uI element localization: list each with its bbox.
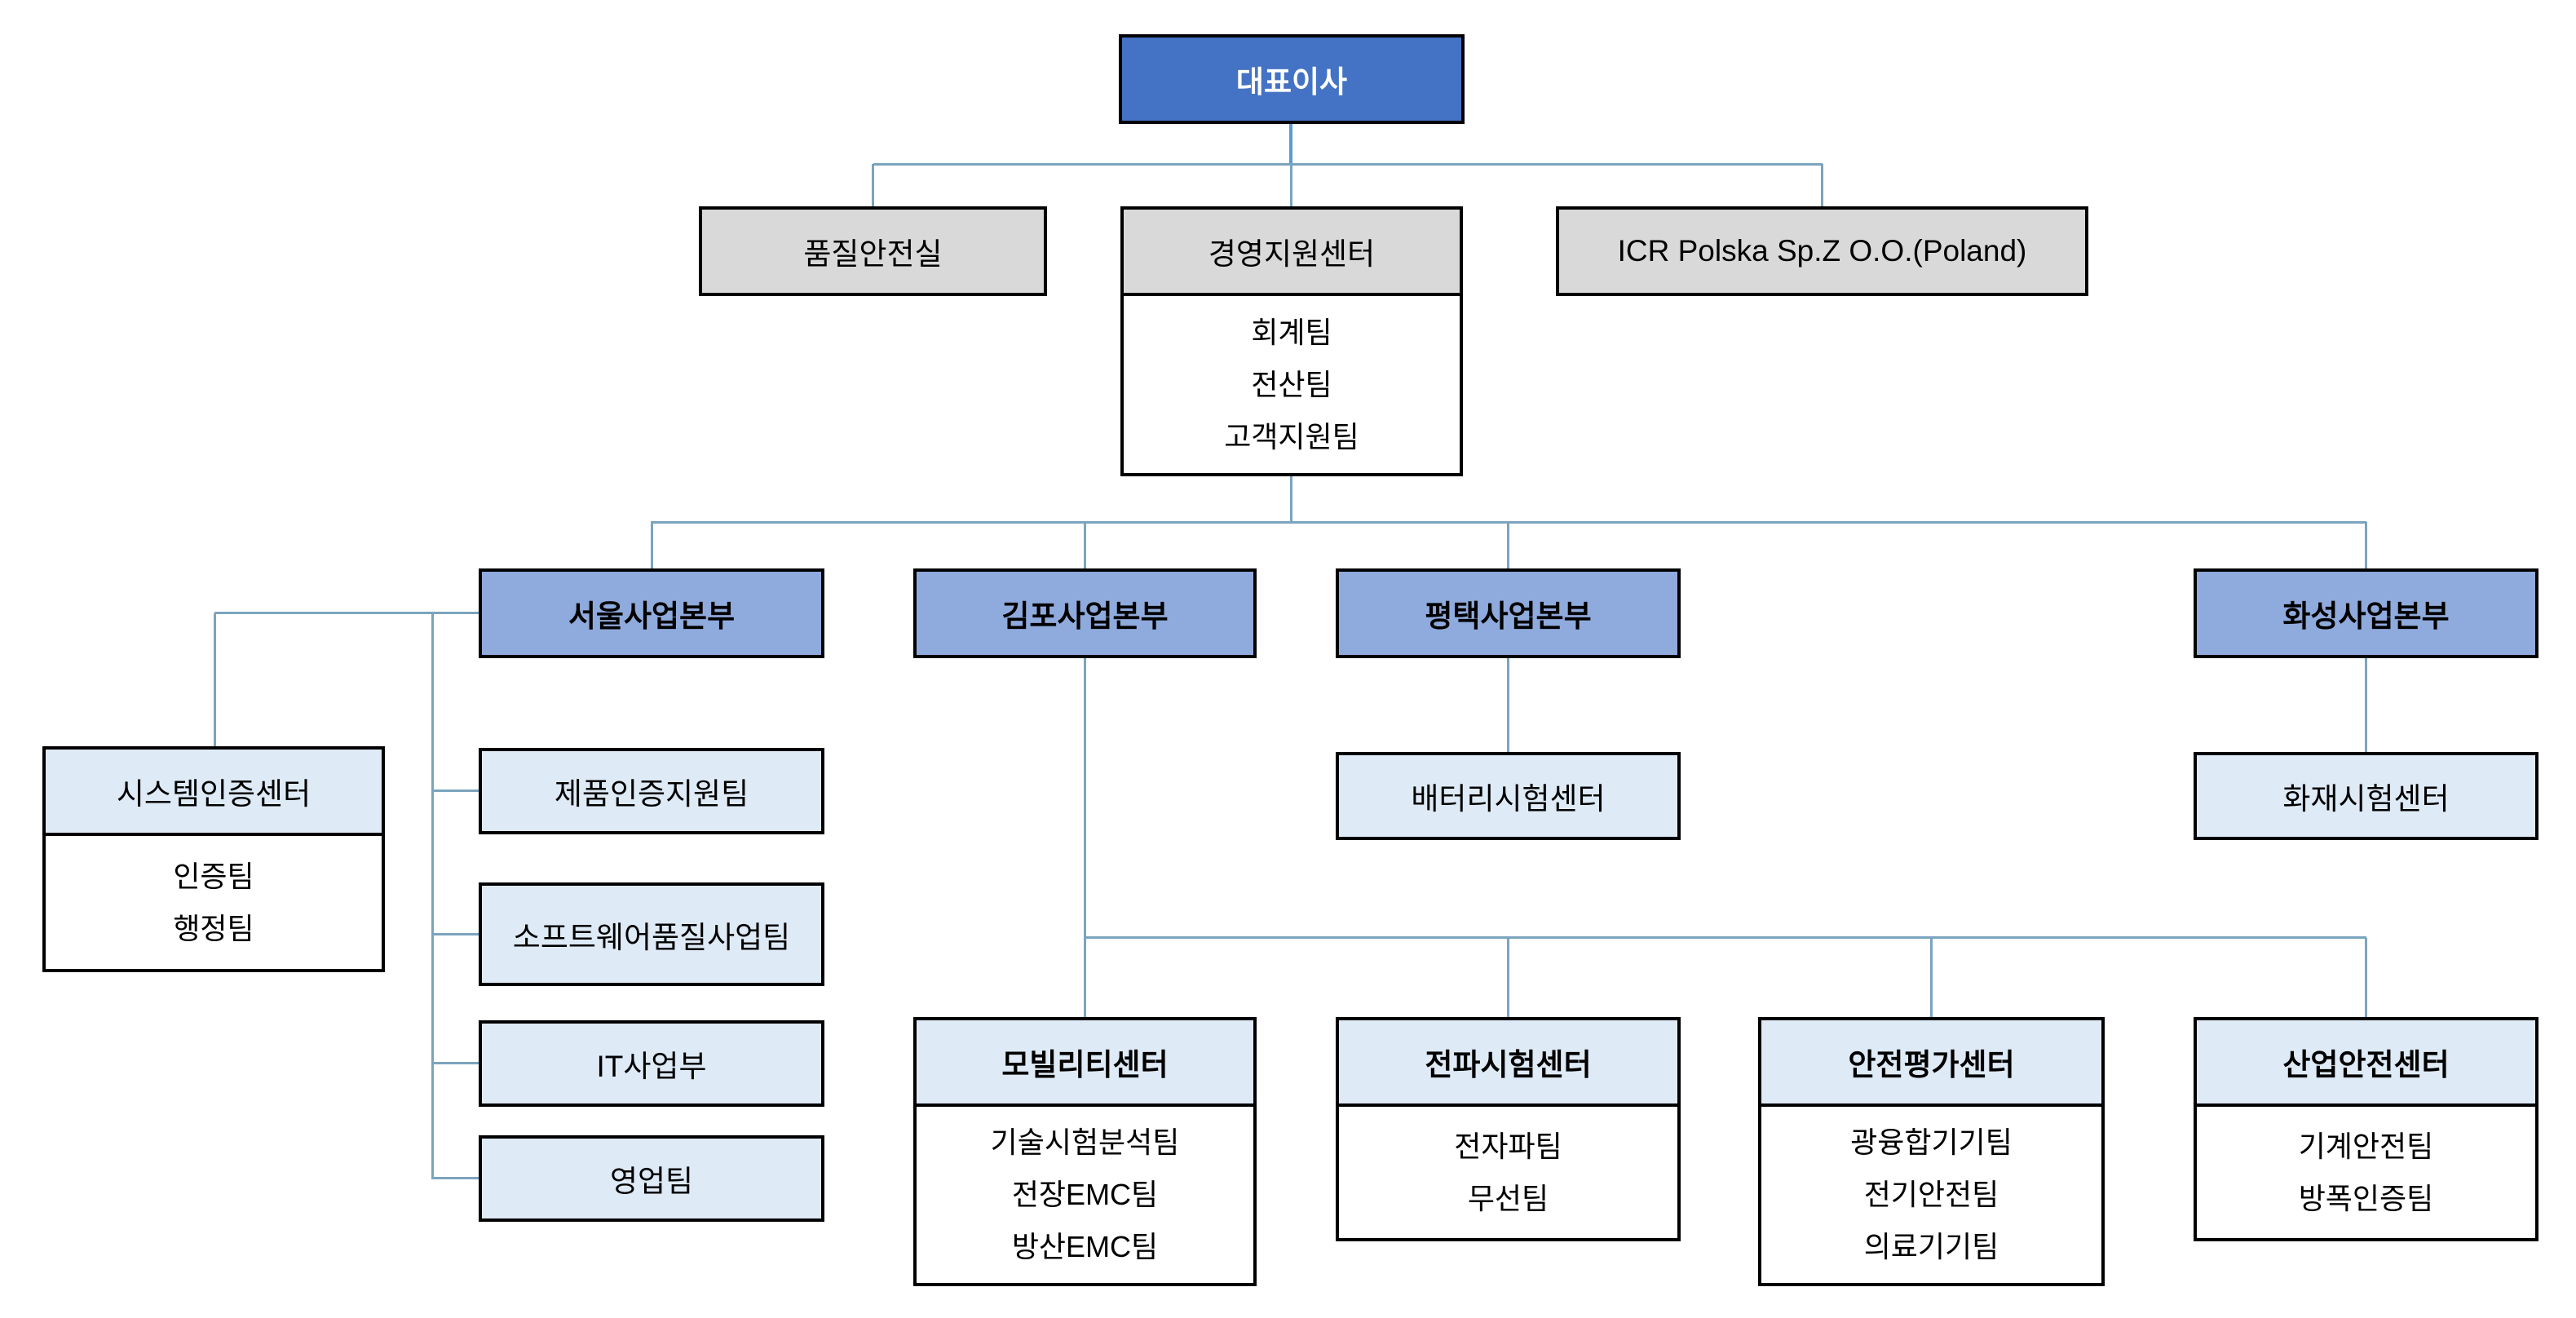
org-box-mgmt-team-1: 전산팀 (1251, 367, 1332, 401)
org-box-fire-label: 화재시험센터 (2197, 755, 2535, 837)
connector-seoul-left-branch (214, 612, 479, 614)
org-box-battery-label: 배터리시험센터 (1339, 755, 1677, 837)
org-box-safety-team-0: 광융합기기팀 (1850, 1126, 2013, 1159)
connector-stub-it (431, 1062, 479, 1064)
org-box-product: 제품인증지원팀 (479, 748, 824, 834)
org-box-mgmt-team-2: 고객지원팀 (1224, 419, 1359, 453)
connector-stub-product (431, 789, 479, 792)
connector-mgmt-drop (1290, 476, 1292, 522)
org-box-syscert-team-1: 행정팀 (173, 911, 254, 945)
org-box-sales-label: 영업팀 (482, 1139, 821, 1218)
org-box-quality: 품질안전실 (699, 206, 1047, 296)
org-box-radio-label: 전파시험센터 (1339, 1020, 1677, 1107)
org-box-syscert-team-0: 인증팀 (173, 859, 254, 893)
org-box-safety-label: 안전평가센터 (1761, 1020, 2101, 1107)
org-box-mobility-team-2: 방산EMC팀 (1011, 1230, 1159, 1263)
org-box-hwaseong-label: 화성사업본부 (2197, 572, 2535, 655)
org-box-icr-label: ICR Polska Sp.Z O.O.(Poland) (1559, 210, 2085, 293)
org-box-it-label: IT사업부 (482, 1024, 821, 1103)
org-box-fire: 화재시험센터 (2194, 752, 2538, 840)
org-box-industrial-label: 산업안전센터 (2197, 1020, 2535, 1107)
org-box-radio-team-0: 전자파팀 (1454, 1129, 1562, 1163)
connector-level1-bus (873, 163, 1823, 166)
connector-seoul-vert-bus (431, 613, 434, 1179)
connector-drop-industrial (2365, 938, 2367, 1017)
connector-drop-safety (1930, 938, 1933, 1017)
org-box-gimpo: 김포사업본부 (913, 568, 1257, 658)
org-box-ceo: 대표이사 (1119, 34, 1465, 124)
org-box-sales: 영업팀 (479, 1135, 824, 1222)
org-box-icr: ICR Polska Sp.Z O.O.(Poland) (1556, 206, 2088, 296)
connector-drop-syscert (214, 613, 216, 746)
connector-drop-quality (872, 164, 874, 206)
org-box-quality-label: 품질안전실 (702, 210, 1044, 293)
connector-drop-pyeongtaek (1507, 522, 1509, 568)
connector-drop-icr (1821, 164, 1823, 206)
connector-drop-hwaseong (2365, 522, 2367, 568)
connector-stub-sales (431, 1177, 479, 1179)
connector-stub-software (431, 933, 479, 935)
org-box-industrial-team-1: 방폭인증팀 (2298, 1181, 2434, 1215)
org-box-ceo-label: 대표이사 (1122, 38, 1461, 121)
org-box-syscert-label: 시스템인증센터 (46, 750, 382, 836)
connector-drop-mobility (1084, 938, 1086, 1017)
org-box-safety-team-2: 의료기기팀 (1863, 1230, 1999, 1263)
org-box-mgmt-team-0: 회계팀 (1251, 315, 1332, 349)
org-box-battery: 배터리시험센터 (1336, 752, 1681, 840)
org-box-software-label: 소프트웨어품질사업팀 (482, 886, 821, 983)
org-box-pyeongtaek: 평택사업본부 (1336, 568, 1681, 658)
org-box-mgmt-label: 경영지원센터 (1124, 210, 1460, 296)
org-box-safety-team-1: 전기안전팀 (1863, 1178, 1999, 1211)
org-box-industrial-team-0: 기계안전팀 (2298, 1129, 2434, 1163)
connector-pyeongtaek-battery (1507, 658, 1509, 752)
connector-hwaseong-fire (2365, 658, 2367, 752)
org-box-it: IT사업부 (479, 1020, 824, 1107)
connector-drop-radio (1507, 938, 1509, 1017)
org-box-mobility-team-0: 기술시험분석팀 (990, 1126, 1180, 1159)
org-box-seoul: 서울사업본부 (479, 568, 824, 658)
org-box-product-label: 제품인증지원팀 (482, 751, 821, 831)
org-box-hwaseong: 화성사업본부 (2194, 568, 2538, 658)
connector-ceo-drop (1289, 122, 1292, 166)
org-box-mobility-team-1: 전장EMC팀 (1011, 1178, 1159, 1211)
org-box-gimpo-label: 김포사업본부 (917, 572, 1253, 655)
connector-gimpo-vert-bus (1084, 658, 1086, 938)
connector-drop-gimpo (1084, 522, 1086, 568)
org-box-seoul-label: 서울사업본부 (482, 572, 821, 655)
org-box-radio-team-1: 무선팀 (1467, 1181, 1549, 1215)
connector-drop-seoul (651, 522, 653, 568)
org-box-mobility-label: 모빌리티센터 (917, 1020, 1253, 1107)
org-box-software: 소프트웨어품질사업팀 (479, 882, 824, 986)
connector-bottom-bus (1084, 936, 2366, 939)
org-box-pyeongtaek-label: 평택사업본부 (1339, 572, 1677, 655)
connector-drop-mgmt (1290, 164, 1292, 206)
